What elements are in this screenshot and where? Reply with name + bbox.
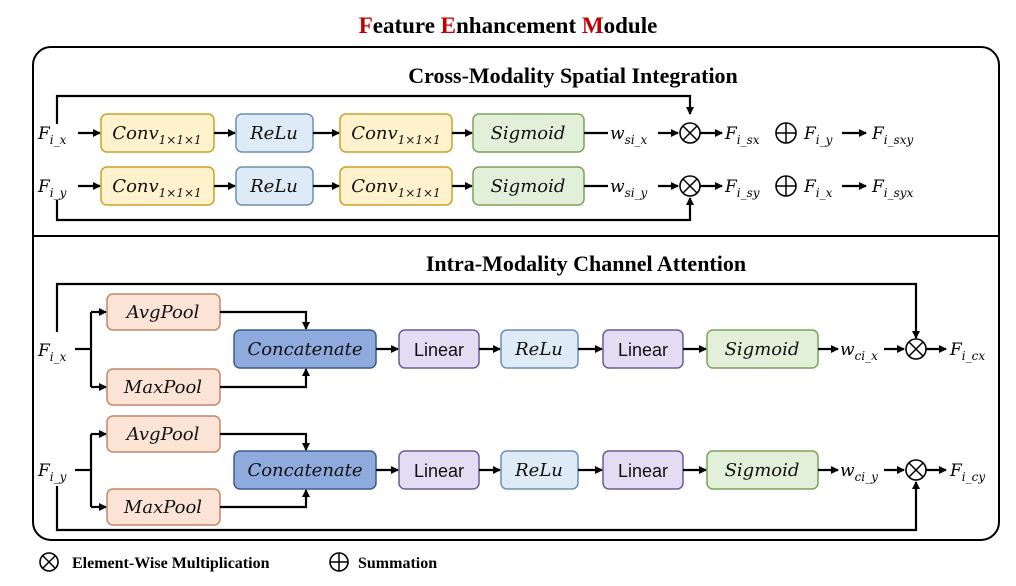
input-label: Fi_y [37, 461, 67, 484]
avgpool-label: AvgPool [125, 424, 200, 445]
concatenate-label: Concatenate [247, 339, 362, 360]
intra-modality-title: Intra-Modality Channel Attention [426, 251, 746, 276]
module-panel [32, 46, 1000, 541]
cross-modality-title: Cross-Modality Spatial Integration [408, 63, 738, 88]
skip-connection [55, 481, 920, 532]
conv-label: Conv1×1×1 [112, 123, 201, 147]
output-label: Fi_sx [724, 124, 760, 147]
sigmoid-label: Sigmoid [491, 123, 566, 144]
linear-label: Linear [618, 340, 668, 360]
output-label: Fi_cx [949, 340, 985, 363]
addend-label: Fi_x [803, 177, 833, 200]
cross-row-x: Fi_x Conv1×1×1 ReLu Conv1×1×1 Sigmoid ws… [37, 94, 914, 153]
intra-row-y: Fi_y AvgPool MaxPool Concatenate Linear … [37, 415, 985, 532]
skip-connection [55, 197, 694, 222]
relu-label: ReLu [249, 123, 298, 144]
conv-label: Conv1×1×1 [351, 123, 440, 147]
sigmoid-label: Sigmoid [725, 339, 800, 360]
module-title: Feature Enhancement Module [359, 13, 658, 38]
sum-icon [329, 552, 349, 572]
skip-connection [55, 94, 694, 124]
multiply-icon [39, 552, 59, 572]
legend-multiplication-label: Element-Wise Multiplication [72, 555, 270, 572]
sigmoid-label: Sigmoid [725, 460, 800, 481]
addend-label: Fi_y [803, 124, 833, 147]
linear-label: Linear [618, 461, 668, 481]
relu-label: ReLu [249, 176, 298, 197]
conv-label: Conv1×1×1 [112, 176, 201, 200]
cross-row-y: Fi_y Conv1×1×1 ReLu Conv1×1×1 Sigmoid ws… [37, 166, 914, 222]
arrow [220, 432, 310, 451]
sum-icon [775, 122, 797, 144]
output-label: Fi_sy [724, 177, 760, 200]
linear-label: Linear [414, 461, 464, 481]
linear-label: Linear [414, 340, 464, 360]
multiply-icon [679, 122, 701, 144]
arrow [220, 489, 310, 509]
multiply-icon [905, 459, 927, 481]
arrow [220, 368, 310, 389]
multiply-icon [679, 175, 701, 197]
result-label: Fi_syx [871, 177, 914, 200]
output-label: Fi_cy [949, 461, 985, 484]
weight-label: wci_x [840, 340, 878, 363]
maxpool-label: MaxPool [123, 377, 202, 398]
input-label: Fi_x [37, 341, 67, 364]
maxpool-label: MaxPool [123, 497, 202, 518]
sigmoid-label: Sigmoid [491, 176, 566, 197]
skip-connection [55, 282, 920, 339]
result-label: Fi_sxy [871, 124, 914, 147]
intra-row-x: Fi_x AvgPool MaxPool Concatenate Linear … [37, 282, 985, 406]
multiply-icon [905, 338, 927, 360]
arrow [220, 310, 310, 330]
input-label: Fi_x [37, 124, 67, 147]
conv-label: Conv1×1×1 [351, 176, 440, 200]
sum-icon [775, 175, 797, 197]
concatenate-label: Concatenate [247, 460, 362, 481]
weight-label: wci_y [840, 461, 878, 484]
legend-summation-label: Summation [358, 555, 437, 572]
relu-label: ReLu [514, 460, 563, 481]
relu-label: ReLu [514, 339, 563, 360]
weight-label: wsi_y [610, 177, 648, 200]
weight-label: wsi_x [610, 124, 648, 147]
input-label: Fi_y [37, 177, 67, 200]
avgpool-label: AvgPool [125, 302, 200, 323]
legend: Element-Wise Multiplication Summation [39, 552, 437, 572]
